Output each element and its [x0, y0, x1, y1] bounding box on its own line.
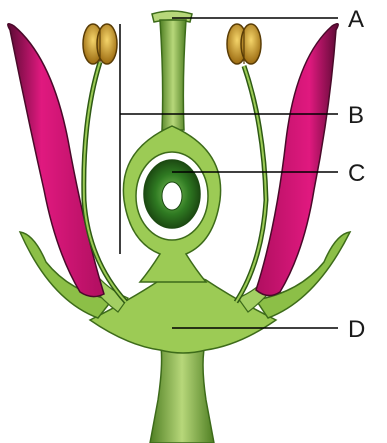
filament-right [236, 66, 266, 302]
label-d: D [348, 316, 365, 343]
ovule-inner [162, 182, 182, 210]
label-a: A [348, 6, 364, 33]
label-b: B [348, 102, 364, 129]
anther-right [227, 24, 261, 64]
anther-left [83, 24, 117, 64]
label-c: C [348, 160, 365, 187]
receptacle [90, 275, 276, 353]
petal-right [256, 24, 338, 296]
petal-left [8, 24, 104, 297]
pedicel [150, 340, 214, 443]
